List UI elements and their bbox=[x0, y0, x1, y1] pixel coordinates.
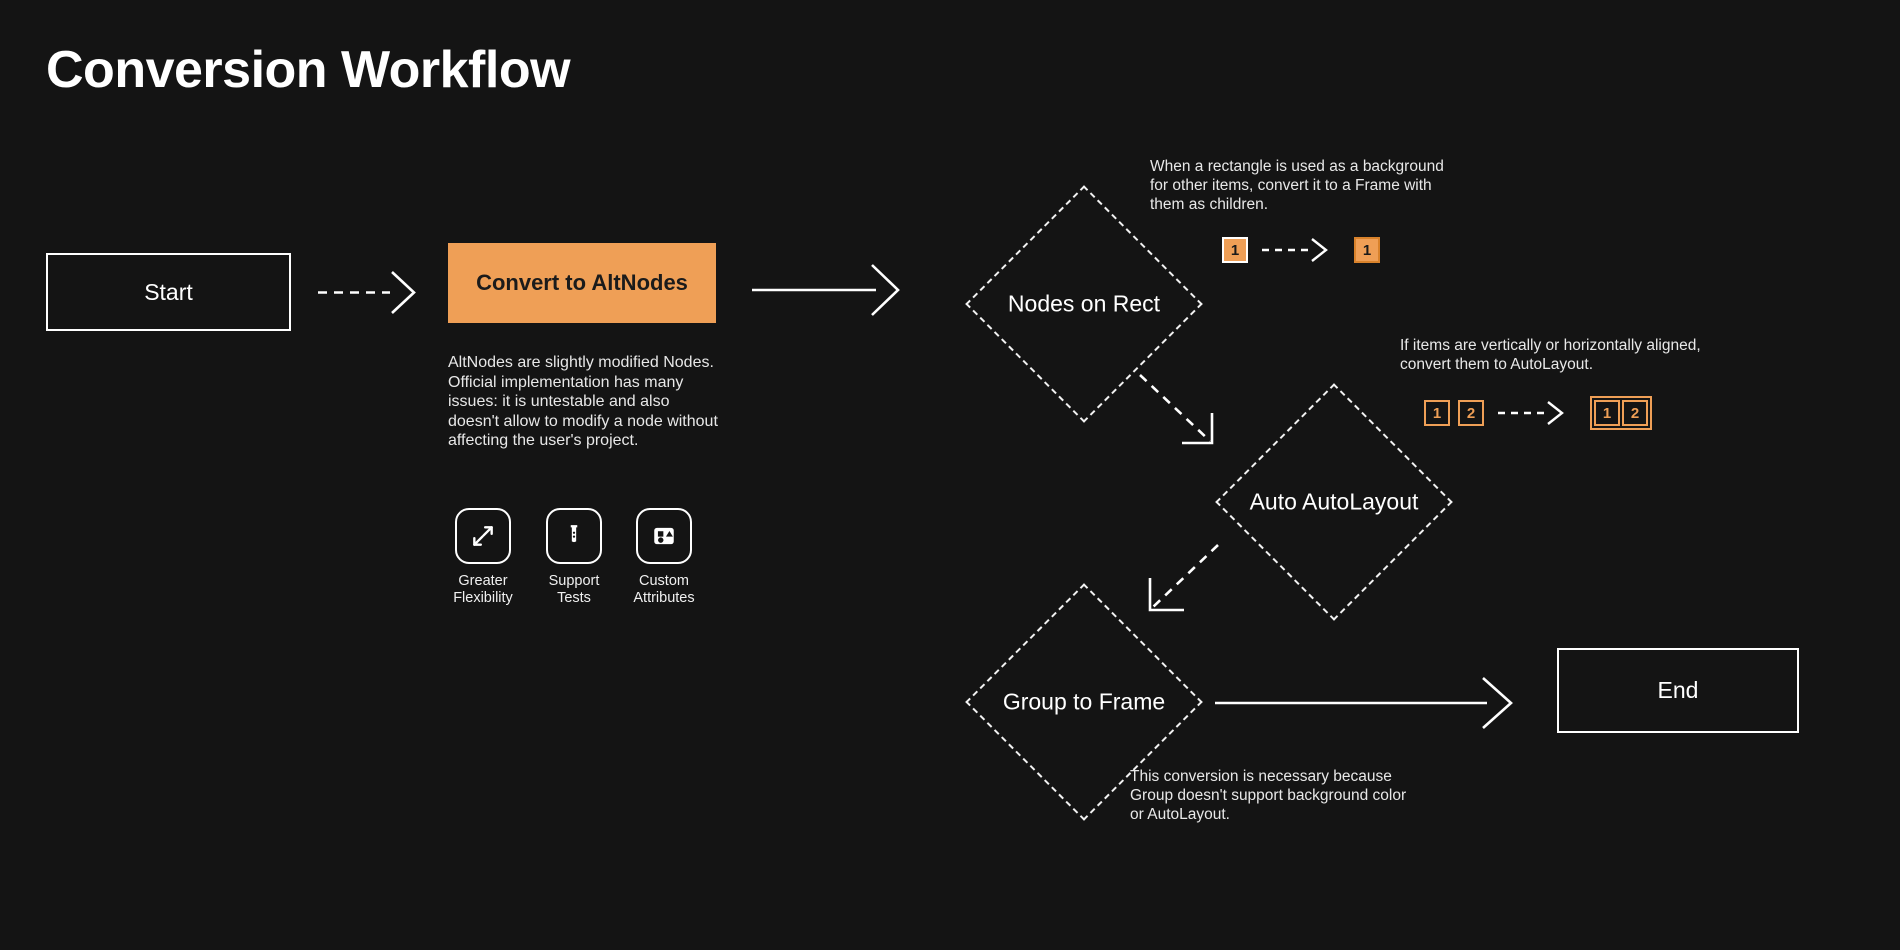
node-auto-autolayout-label: Auto AutoLayout bbox=[1249, 488, 1419, 515]
badge-transform-arrow-icon bbox=[1262, 238, 1328, 262]
connector-group-to-frame-to-end bbox=[1215, 675, 1525, 731]
connector-convert-to-nodes-on-rect bbox=[752, 262, 912, 318]
badge-after-2: 2 bbox=[1622, 400, 1648, 426]
node-end[interactable]: End bbox=[1557, 648, 1799, 733]
badge-after-1: 1 bbox=[1594, 400, 1620, 426]
feature-label-1: Greater Flexibility bbox=[453, 573, 513, 607]
badge-before-1: 1 bbox=[1222, 237, 1248, 263]
node-start-label: Start bbox=[144, 278, 193, 305]
badge-after-1: 1 bbox=[1354, 237, 1380, 263]
connector-start-to-convert bbox=[318, 270, 428, 315]
badge-before-1: 1 bbox=[1424, 400, 1450, 426]
annotation-nodes-on-rect-badges: 1 1 bbox=[1222, 237, 1380, 263]
node-convert-to-altnodes[interactable]: Convert to AltNodes bbox=[448, 243, 716, 323]
node-nodes-on-rect[interactable]: Nodes on Rect bbox=[965, 185, 1203, 423]
connector-nodes-on-rect-to-auto-autolayout bbox=[1139, 374, 1230, 460]
node-start[interactable]: Start bbox=[46, 253, 291, 331]
feature-card-2 bbox=[546, 508, 602, 564]
node-auto-autolayout[interactable]: Auto AutoLayout bbox=[1215, 383, 1453, 621]
connector-auto-autolayout-to-group-to-frame bbox=[1140, 544, 1230, 630]
annotation-group-to-frame-text: This conversion is necessary because Gro… bbox=[1130, 768, 1407, 823]
badge-transform-arrow-icon bbox=[1498, 401, 1564, 425]
expand-arrows-icon bbox=[470, 523, 496, 549]
node-end-label: End bbox=[1657, 677, 1699, 703]
node-group-to-frame[interactable]: Group to Frame bbox=[965, 583, 1203, 821]
badge-group-after: 1 2 bbox=[1590, 396, 1652, 430]
feature-custom-attributes[interactable]: Custom Attributes bbox=[633, 508, 695, 607]
feature-label-2: Support Tests bbox=[548, 573, 600, 607]
annotation-nodes-on-rect-text: When a rectangle is used as a background… bbox=[1150, 158, 1444, 213]
feature-support-tests[interactable]: Support Tests bbox=[543, 508, 605, 607]
annotation-auto-autolayout-badges: 1 2 1 2 bbox=[1424, 396, 1652, 430]
badge-before-2: 2 bbox=[1458, 400, 1484, 426]
shapes-panel-icon bbox=[651, 523, 677, 549]
annotation-auto-autolayout-text: If items are vertically or horizontally … bbox=[1400, 337, 1701, 373]
node-group-to-frame-label: Group to Frame bbox=[1002, 688, 1166, 715]
feature-label-3: Custom Attributes bbox=[633, 573, 695, 607]
node-nodes-on-rect-label: Nodes on Rect bbox=[1007, 290, 1161, 317]
altnodes-description: AltNodes are slightly modified Nodes. Of… bbox=[448, 354, 718, 450]
page-title: Conversion Workflow bbox=[46, 41, 571, 99]
badge-pair-before: 1 2 bbox=[1424, 400, 1484, 426]
feature-greater-flexibility[interactable]: Greater Flexibility bbox=[452, 508, 514, 607]
feature-card-3 bbox=[636, 508, 692, 564]
node-convert-label: Convert to AltNodes bbox=[476, 270, 688, 295]
feature-card-1 bbox=[455, 508, 511, 564]
test-tube-icon bbox=[561, 523, 587, 549]
